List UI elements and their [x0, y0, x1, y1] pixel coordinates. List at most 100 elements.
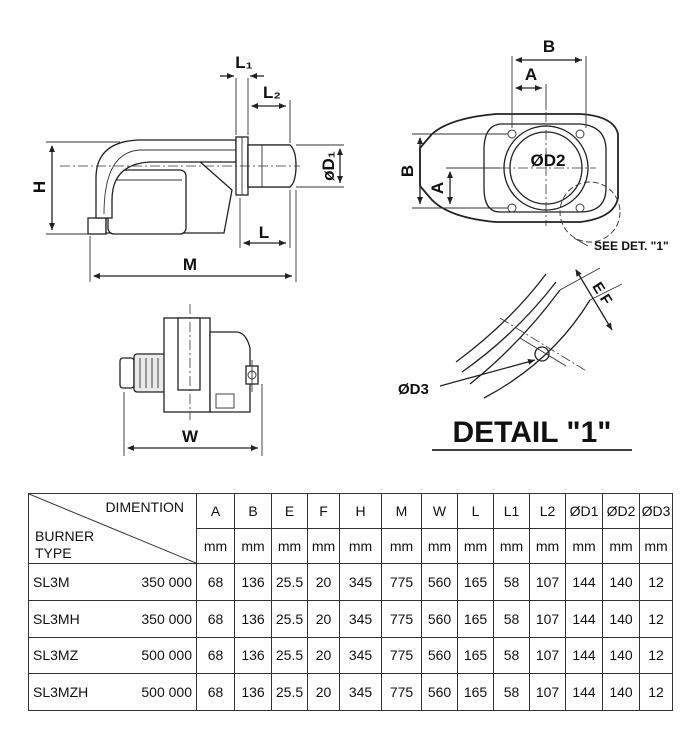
burner-type-cell: SL3M [28, 563, 127, 601]
table-row: SL3MH 350 000 68 136 25.5 20 345 775 560… [28, 599, 673, 638]
value-cell: 144 [565, 636, 603, 675]
value-cell: 140 [602, 636, 640, 675]
value-cell: 165 [457, 599, 494, 638]
burner-power-cell: 350 000 [126, 563, 197, 601]
table-unit-row: mm mm mm mm mm mm mm mm mm mm mm mm mm [29, 528, 673, 564]
column-header: H [339, 493, 382, 529]
value-cell: 775 [381, 563, 422, 601]
dim-label-d3: ØD3 [398, 381, 429, 398]
value-cell: 12 [639, 563, 673, 601]
value-cell: 20 [307, 599, 340, 638]
dim-label-h: H [30, 181, 49, 193]
value-cell: 775 [381, 599, 422, 638]
value-cell: 68 [196, 563, 235, 601]
value-cell: 144 [565, 563, 603, 601]
column-header: E [271, 493, 308, 529]
value-cell: 20 [307, 673, 340, 711]
value-cell: 165 [457, 636, 494, 675]
value-cell: 12 [639, 636, 673, 675]
value-cell: 560 [421, 599, 458, 638]
value-cell: 25.5 [271, 673, 308, 711]
column-header: L [457, 493, 494, 529]
burner-type-cell: SL3MH [28, 599, 127, 638]
value-cell: 25.5 [271, 599, 308, 638]
flange-view: ØD2 B A B A SEE DET. "1" [398, 37, 669, 253]
burner-power-cell: 500 000 [126, 673, 197, 711]
value-cell: 140 [602, 599, 640, 638]
unit-cell: mm [602, 528, 640, 564]
value-cell: 560 [421, 673, 458, 711]
top-view: W [119, 304, 263, 456]
table-row: SL3MZH 500 000 68 136 25.5 20 345 775 56… [28, 673, 673, 711]
value-cell: 58 [493, 599, 530, 638]
dim-label-e-f: E F [588, 279, 615, 308]
value-cell: 345 [339, 673, 382, 711]
table-row: SL3MZ 500 000 68 136 25.5 20 345 775 560… [28, 636, 673, 675]
value-cell: 107 [529, 673, 566, 711]
value-cell: 12 [639, 673, 673, 711]
value-cell: 345 [339, 636, 382, 675]
value-cell: 20 [307, 636, 340, 675]
column-header: F [307, 493, 340, 529]
value-cell: 775 [381, 636, 422, 675]
dim-label-a-side: A [428, 182, 447, 194]
value-cell: 107 [529, 599, 566, 638]
value-cell: 144 [565, 673, 603, 711]
value-cell: 560 [421, 636, 458, 675]
value-cell: 560 [421, 563, 458, 601]
value-cell: 136 [234, 673, 272, 711]
technical-drawing: H M L L₁ L₂ øD₁ [30, 37, 669, 456]
column-header: L2 [529, 493, 566, 529]
unit-cell: mm [421, 528, 458, 564]
unit-cell: mm [381, 528, 422, 564]
dim-label-m: M [183, 255, 197, 274]
value-cell: 107 [529, 563, 566, 601]
dim-label-a-top: A [525, 65, 537, 84]
unit-cell: mm [339, 528, 382, 564]
value-cell: 25.5 [271, 636, 308, 675]
unit-cell: mm [271, 528, 308, 564]
unit-cell: mm [639, 528, 673, 564]
value-cell: 140 [602, 563, 640, 601]
table-row: SL3M 350 000 68 136 25.5 20 345 775 560 … [28, 563, 673, 601]
burner-power-cell: 500 000 [126, 636, 197, 675]
value-cell: 136 [234, 636, 272, 675]
unit-cell: mm [457, 528, 494, 564]
side-view: H M L L₁ L₂ øD₁ [30, 53, 344, 282]
corner-dimension-label: DIMENTION [105, 499, 184, 515]
unit-cell: mm [307, 528, 340, 564]
value-cell: 12 [639, 599, 673, 638]
burner-type-cell: SL3MZH [28, 673, 127, 711]
value-cell: 68 [196, 673, 235, 711]
value-cell: 775 [381, 673, 422, 711]
value-cell: 58 [493, 636, 530, 675]
see-detail-note: SEE DET. "1" [594, 239, 669, 253]
value-cell: 345 [339, 599, 382, 638]
value-cell: 107 [529, 636, 566, 675]
dim-label-w: W [182, 427, 199, 446]
column-header: ØD3 [639, 493, 673, 529]
value-cell: 20 [307, 563, 340, 601]
column-header: A [196, 493, 235, 529]
value-cell: 144 [565, 599, 603, 638]
value-cell: 140 [602, 673, 640, 711]
dim-label-b-side: B [398, 165, 417, 177]
value-cell: 68 [196, 636, 235, 675]
value-cell: 136 [234, 563, 272, 601]
value-cell: 136 [234, 599, 272, 638]
burner-type-cell: SL3MZ [28, 636, 127, 675]
column-header: W [421, 493, 458, 529]
value-cell: 25.5 [271, 563, 308, 601]
unit-cell: mm [234, 528, 272, 564]
dim-label-b-top: B [543, 37, 555, 56]
unit-cell: mm [565, 528, 603, 564]
column-header: ØD1 [565, 493, 603, 529]
dim-label-l2: L₂ [263, 83, 281, 102]
detail-title: DETAIL "1" [452, 416, 611, 449]
dim-label-d1: øD₁ [319, 151, 338, 181]
burner-power-cell: 350 000 [126, 599, 197, 638]
